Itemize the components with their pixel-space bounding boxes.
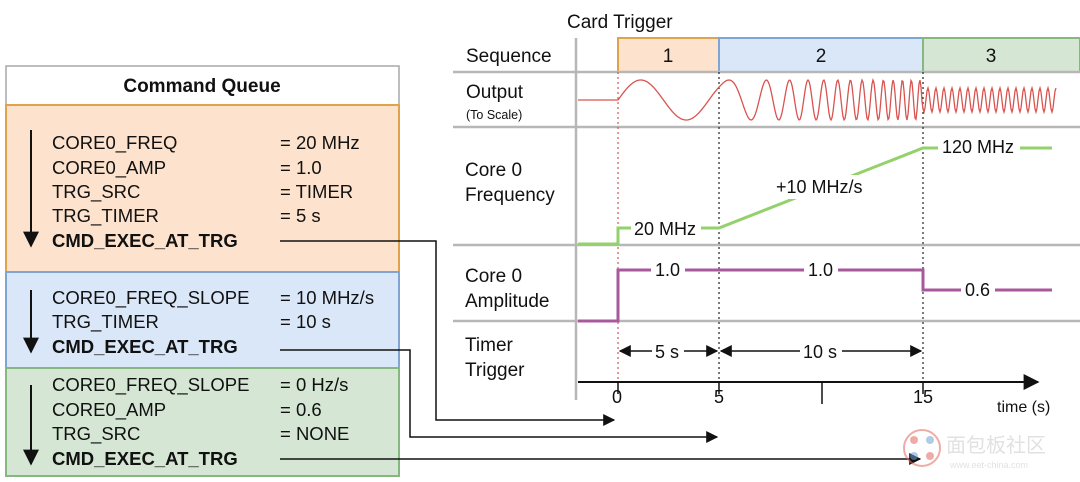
sequence-step-3 [922,37,1080,73]
command-name: CORE0_AMP [52,157,166,179]
amplitude-trace [578,268,1052,323]
watermark: 面包板社区 www.eet-china.com [903,429,1046,470]
command-value: = 10 s [280,311,331,332]
command-block-1 [5,104,400,273]
output-waveform [578,77,1057,122]
row-label-amplitude-2: Amplitude [465,291,550,312]
frequency-slope-label: +10 MHz/s [776,177,863,197]
row-label-sequence: Sequence [466,46,552,67]
command-value: = 5 s [280,205,321,226]
command-value: = 0.6 [280,399,322,420]
label-bg [938,135,1020,159]
row-label-output-note: (To Scale) [466,108,522,122]
command-name: CORE0_FREQ [52,132,177,154]
sequence-step-label: 3 [986,46,997,67]
interval-label-1: 5 s [655,342,679,362]
time-tick-label: 0 [612,387,622,407]
watermark-url: www.eet-china.com [949,460,1028,470]
frequency-start-label: 20 MHz [634,219,696,239]
command-name: TRG_TIMER [52,205,159,227]
command-name: TRG_SRC [52,181,140,203]
command-queue: Command Queue CORE0_FREQ = 20 MHz CORE0_… [5,65,400,477]
row-label-amplitude-1: Core 0 [465,266,522,287]
grid-lines [453,38,1080,400]
command-name: TRG_SRC [52,423,140,445]
exec-command: CMD_EXEC_AT_TRG [52,336,238,357]
watermark-logo-icon [903,429,941,467]
interval-label-2: 10 s [803,342,837,362]
amplitude-label-1: 1.0 [655,260,680,280]
command-queue-header [5,65,400,106]
time-axis-label: time (s) [997,399,1050,416]
command-value: = NONE [280,423,349,444]
row-label-timer-1: Timer [465,335,514,356]
command-value: = 0 Hz/s [280,374,348,395]
label-bg [800,340,842,362]
label-bg [804,258,838,282]
row-label-output: Output [466,82,524,103]
command-value: = TIMER [280,181,353,202]
row-label-frequency-1: Core 0 [465,160,522,181]
timing-diagram: Card Trigger 1 2 3 Sequence Output (To S… [453,12,1080,416]
command-value: = 10 MHz/s [280,287,374,308]
command-name: CORE0_FREQ_SLOPE [52,374,249,396]
row-label-timer-2: Trigger [465,360,525,381]
command-name: TRG_TIMER [52,311,159,333]
row-label-frequency-2: Frequency [465,185,555,206]
sequence-step-1 [617,37,720,73]
command-value: = 1.0 [280,157,322,178]
command-name: CORE0_AMP [52,399,166,421]
sequence-step-2 [718,37,924,73]
exec-command: CMD_EXEC_AT_TRG [52,448,238,469]
card-trigger-label: Card Trigger [567,12,673,33]
sequence-step-label: 1 [663,46,674,67]
watermark-text: 面包板社区 [946,434,1046,457]
connector-arrow-2 [280,349,719,443]
connector-arrow-1 [280,240,616,426]
time-tick-label: 15 [913,387,933,407]
label-bg [652,340,684,362]
sequence-step-label: 2 [816,46,827,67]
frequency-end-label: 120 MHz [942,137,1014,157]
command-value: = 20 MHz [280,132,360,153]
command-queue-title: Command Queue [123,76,280,97]
command-block-3 [5,367,400,477]
amplitude-label-2: 1.0 [808,260,833,280]
label-bg [773,175,869,199]
label-bg [961,278,995,302]
label-bg [651,258,685,282]
amplitude-label-3: 0.6 [965,280,990,300]
label-bg [631,216,701,240]
trigger-connectors [280,240,922,465]
time-tick-label: 5 [714,387,724,407]
exec-command: CMD_EXEC_AT_TRG [52,230,238,251]
command-name: CORE0_FREQ_SLOPE [52,287,249,309]
